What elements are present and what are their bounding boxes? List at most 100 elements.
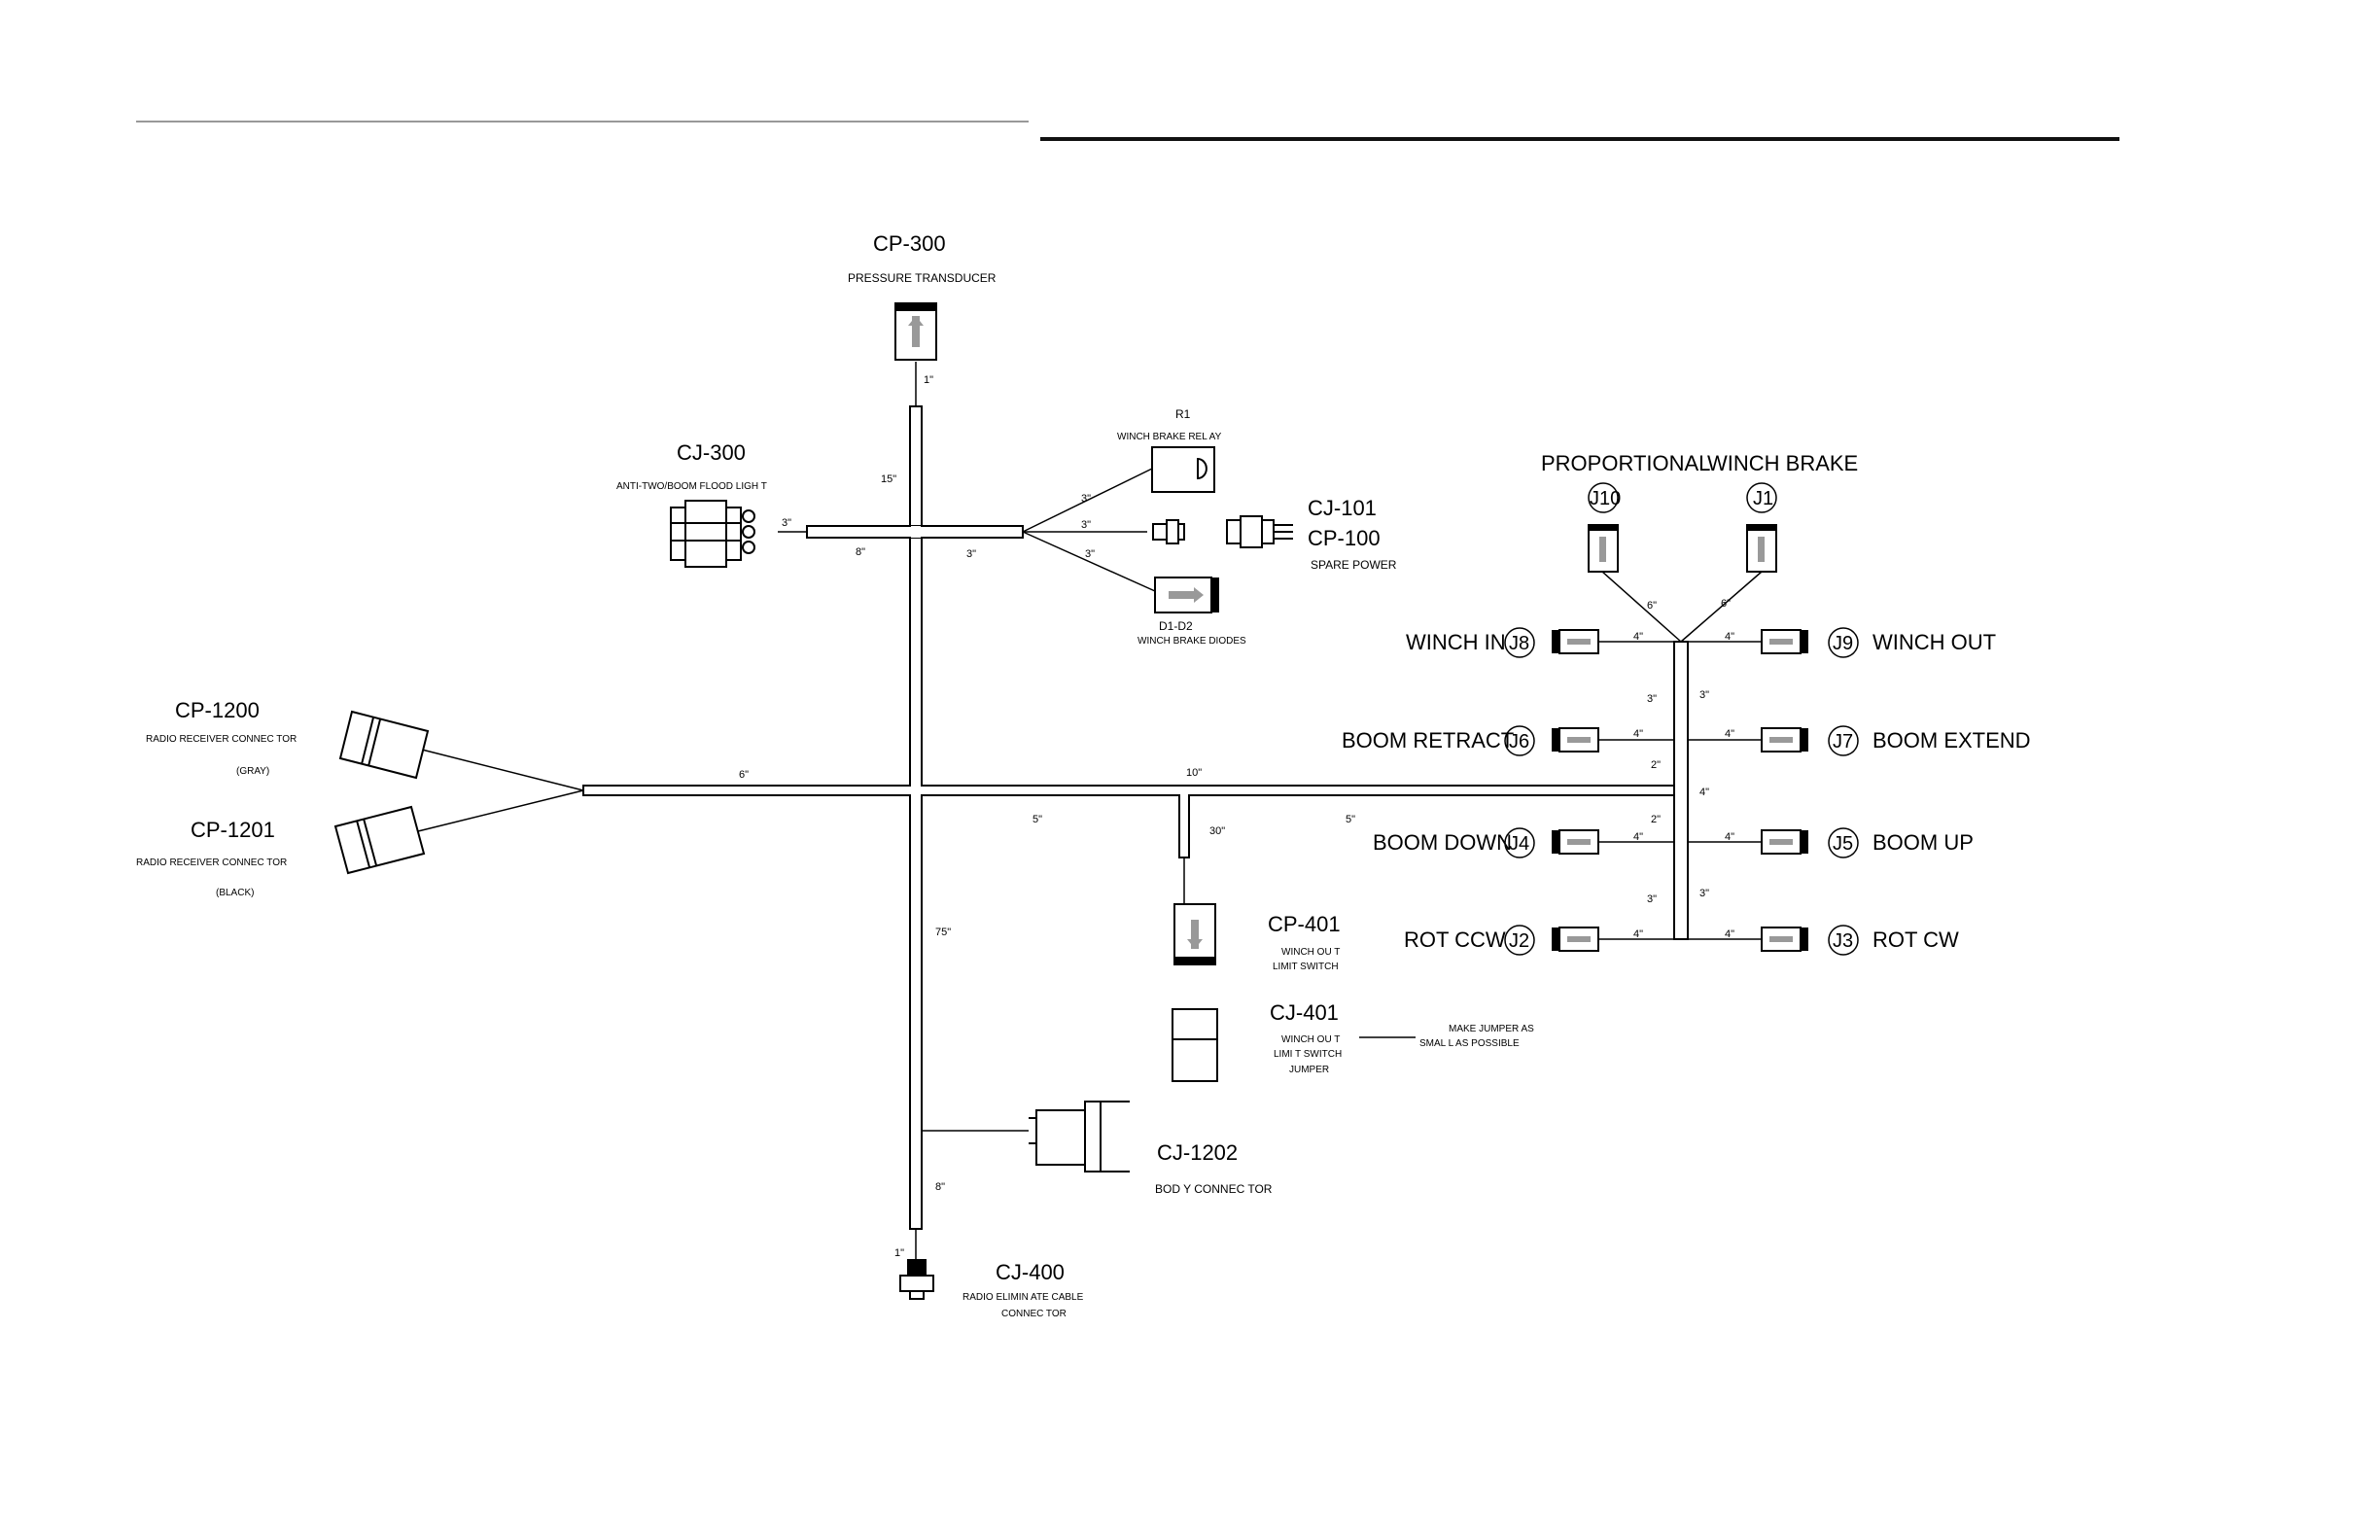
cj-400-id: CJ-400 [996,1260,1065,1284]
boom-extend-label: BOOM EXTEND [1872,728,2031,752]
j5-label: J5 [1833,833,1853,855]
cj-300-id: CJ-300 [677,440,746,465]
length-label: 2" [1651,759,1661,771]
boom-down-label: BOOM DOWN [1373,830,1512,855]
cp-300-desc: PRESSURE TRANSDUCER [848,271,997,285]
j9-badge [1828,627,1859,658]
length-label: 6" [1721,598,1731,610]
length-label: 30" [1209,825,1225,837]
length-label: 4" [1725,728,1734,740]
j2-label: J2 [1509,930,1529,952]
j4-badge [1504,827,1535,858]
cp-100-id: CP-100 [1308,526,1381,550]
cj-401-desc: WINCH OU T [1281,1034,1340,1045]
cp-401-desc: WINCH OU T [1281,947,1340,958]
cp-1201-desc: RADIO RECEIVER CONNEC TOR [136,858,287,868]
j2-badge [1504,925,1535,956]
cj-101-id: CJ-101 [1308,496,1377,520]
length-label: 8" [856,546,865,558]
jack-j3-connector [1761,927,1808,952]
length-label: 4" [1725,631,1734,643]
rot-ccw-label: ROT CCW [1404,928,1506,952]
length-label: 4" [1725,831,1734,843]
winch-brake-label: WINCH BRAKE [1707,451,1858,475]
cj-400-desc2: CONNEC TOR [1001,1309,1067,1319]
function-labels [1504,627,1859,956]
cp-1201-connector [333,805,426,875]
cj-400-connector [899,1259,934,1300]
d1-d2-id: D1-D2 [1159,619,1193,633]
cp-100-desc: SPARE POWER [1311,558,1397,572]
j3-badge [1828,925,1859,956]
cp-401-connector [1173,903,1216,965]
wires [417,362,1763,1260]
length-label: 3" [1699,888,1709,899]
cp-1201-desc2: (BLACK) [216,888,254,898]
length-label: 3" [966,548,976,560]
j6-label: J6 [1509,731,1529,752]
length-label: 15" [881,473,896,485]
length-label: 4" [1633,928,1643,940]
length-label: 3" [1081,493,1091,505]
jack-j5-connector [1761,829,1808,855]
length-label: 8" [935,1181,945,1193]
jack-j10-connector [1588,524,1619,573]
j8-badge [1504,627,1535,658]
jumper-note-line1: MAKE JUMPER AS [1449,1024,1534,1034]
cp-300-id: CP-300 [873,231,946,256]
cj-1202-desc: BOD Y CONNEC TOR [1155,1182,1273,1196]
cp-1200-connector [338,710,430,780]
length-label: 3" [1647,693,1657,705]
cj-400-desc: RADIO ELIMIN ATE CABLE [962,1292,1084,1303]
length-label: 10" [1186,767,1202,779]
j10-label: J10 [1590,488,1621,509]
jack-j6-connector [1552,727,1599,752]
d1-d2-desc: WINCH BRAKE DIODES [1138,636,1246,647]
j9-label: J9 [1833,633,1853,654]
winch-out-label: WINCH OUT [1872,630,1996,654]
length-label: 3" [1699,689,1709,701]
proportional-label: PROPORTIONAL [1541,451,1710,475]
cp-1201-id: CP-1201 [191,818,275,842]
cj-401-id: CJ-401 [1270,1000,1339,1025]
cj-1202-id: CJ-1202 [1157,1140,1238,1165]
length-label: 75" [935,927,951,938]
j4-label: J4 [1509,833,1529,855]
length-label: 4" [1633,728,1643,740]
cp-1200-desc2: (GRAY) [236,766,269,777]
cp-1200-id: CP-1200 [175,698,260,722]
length-label: 6" [739,769,749,781]
j3-label: J3 [1833,930,1853,952]
jack-j4-connector [1552,829,1599,855]
rot-cw-label: ROT CW [1872,928,1959,952]
cp-401-desc2: LIMIT SWITCH [1273,962,1339,972]
jack-j9-connector [1761,629,1808,654]
cj-401-jumper [1172,1008,1218,1082]
cj-101-connector [1152,515,1293,548]
j7-badge [1828,725,1859,756]
length-label: 4" [1699,787,1709,798]
winch-in-label: WINCH IN [1406,630,1506,654]
length-label: 2" [1651,814,1661,825]
length-label: 3" [1085,548,1095,560]
boom-retract-label: BOOM RETRACT [1342,728,1514,752]
boom-up-label: BOOM UP [1872,830,1974,855]
length-label: 4" [1725,928,1734,940]
cj-401-desc2: LIMI T SWITCH [1274,1049,1342,1060]
length-label: 3" [1647,893,1657,905]
length-label: 6" [1647,600,1657,612]
j7-label: J7 [1833,731,1853,752]
r1-desc: WINCH BRAKE REL AY [1117,432,1222,442]
cj-300-connector [670,500,755,568]
length-label: 1" [924,374,933,386]
length-label: 3" [1081,519,1091,531]
cj-401-desc3: JUMPER [1289,1065,1329,1075]
cj-300-desc: ANTI-TWO/BOOM FLOOD LIGH T [616,481,767,492]
left-jacks [1552,629,1599,952]
length-label: 4" [1633,631,1643,643]
r1-id: R1 [1175,407,1191,421]
length-label: 5" [1346,814,1355,825]
jumper-note-line2: SMAL L AS POSSIBLE [1419,1038,1520,1049]
length-labels: 1" 15" 3" 8" 3" 3" 3" 3" 6" 10" 5" 30" 5… [739,374,1734,1259]
